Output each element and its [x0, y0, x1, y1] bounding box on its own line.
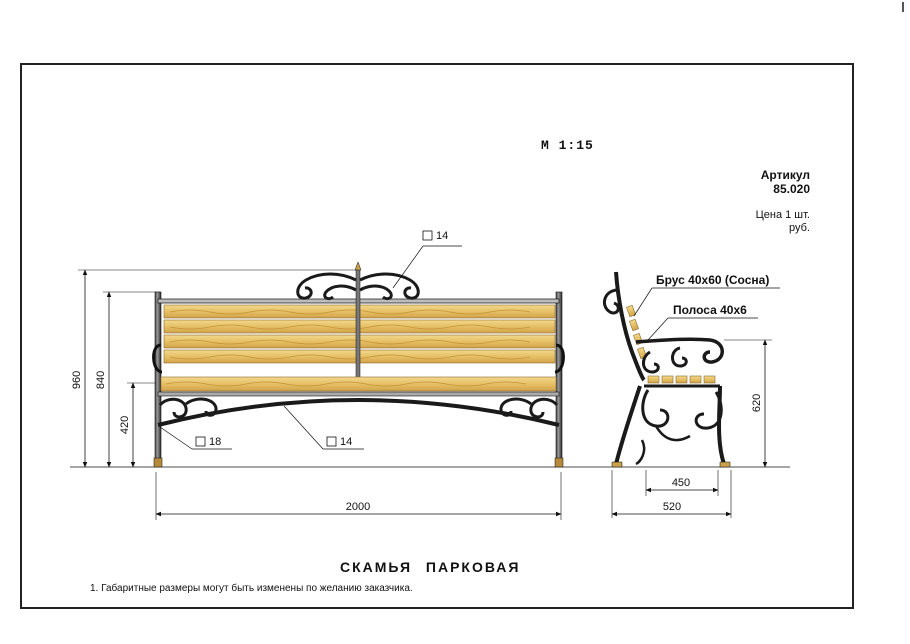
article-number: 85.020	[773, 182, 810, 196]
side-rear-leg	[614, 385, 642, 465]
callout-plank: Брус 40х60 (Сосна)	[656, 273, 769, 287]
scale-label: М 1:15	[541, 138, 594, 153]
price-block: Цена 1 шт. руб.	[700, 209, 810, 235]
right-foot	[554, 457, 564, 468]
side-view: Брус 40х60 (Сосна) Полоса 40х6 620 450 5…	[602, 271, 780, 518]
dim-label-960: 960	[71, 371, 83, 389]
dim-label-420: 420	[119, 416, 131, 434]
side-front-leg	[717, 385, 726, 465]
callout-strip: Полоса 40х6	[673, 303, 747, 317]
dim-label-2000: 2000	[346, 501, 370, 513]
side-seat-planks	[647, 375, 716, 384]
callout-bottom-arc: 14	[340, 436, 352, 448]
side-armrest	[635, 337, 724, 364]
side-back-frame	[614, 271, 646, 382]
left-foot	[153, 457, 163, 468]
dim-label-840: 840	[95, 371, 107, 389]
seat-frame	[157, 391, 560, 397]
lower-right-scroll	[499, 397, 559, 419]
price-line-1: Цена 1 шт.	[755, 209, 810, 221]
front-view: 960 840 420 2000	[71, 230, 565, 520]
article-label: Артикул	[760, 168, 810, 182]
scan-edge-mark	[902, 2, 904, 12]
dim-label-520: 520	[663, 501, 681, 513]
left-leg	[154, 291, 162, 465]
callout-top-tube: 14	[436, 230, 448, 242]
dim-label-450: 450	[672, 477, 690, 489]
callout-leg-tube: 18	[209, 436, 221, 448]
lower-arc	[157, 398, 560, 427]
top-scrollwork	[296, 272, 420, 301]
drawing-title: СКАМЬЯ ПАРКОВАЯ	[340, 559, 521, 575]
central-post	[355, 267, 361, 379]
lower-left-scroll	[158, 397, 218, 419]
dim-label-620: 620	[751, 394, 763, 412]
right-leg	[555, 291, 563, 465]
seat-plank	[160, 376, 557, 392]
price-line-2: руб.	[789, 222, 810, 234]
article-block: Артикул 85.020	[700, 168, 810, 196]
drawing-note: 1. Габаритные размеры могут быть изменен…	[90, 583, 413, 594]
